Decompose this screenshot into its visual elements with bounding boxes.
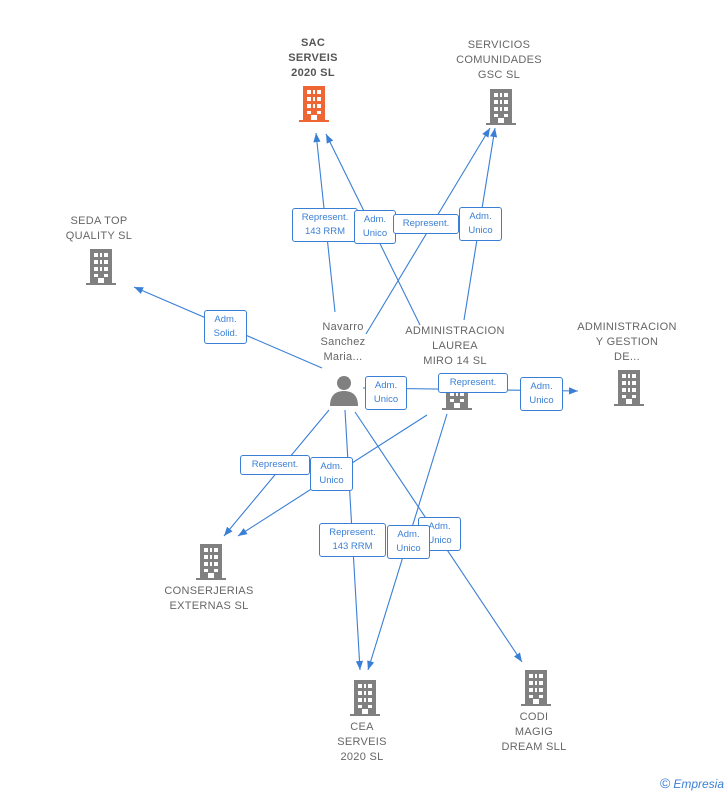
building-icon[interactable]	[196, 544, 226, 580]
node-codi-magig-label[interactable]: CODI MAGIG DREAM SLL	[501, 711, 567, 753]
edge-laurea-conserjerias-adm-arrowhead	[238, 528, 248, 536]
edge-label-adm-unico[interactable]: Adm. Unico	[310, 457, 353, 491]
node-cea-serveis-label[interactable]: CEA SERVEIS 2020 SL	[337, 721, 387, 763]
building-icon[interactable]	[486, 89, 516, 125]
edge-label-adm-solid[interactable]: Adm. Solid.	[204, 310, 247, 344]
copyright-icon: ©	[659, 775, 671, 791]
edge-navarro-servicios-represent-arrowhead	[482, 128, 490, 138]
building-icon[interactable]	[350, 680, 380, 716]
building-icon[interactable]	[614, 370, 644, 406]
node-seda-top-label[interactable]: SEDA TOP QUALITY SL	[65, 215, 133, 242]
edge-label-adm-unico[interactable]: Adm. Unico	[459, 207, 502, 241]
edge-label-represent-143-rrm[interactable]: Represent. 143 RRM	[319, 523, 386, 557]
edge-label-represent[interactable]: Represent.	[393, 214, 459, 234]
edge-label-adm-unico[interactable]: Adm. Unico	[387, 525, 430, 559]
edge-label-represent-143-rrm[interactable]: Represent. 143 RRM	[292, 208, 358, 242]
building-icon[interactable]	[299, 86, 329, 122]
edge-laurea-servicios-adm-arrowhead	[490, 128, 498, 138]
edge-laurea-cea-adm-arrowhead	[367, 660, 375, 670]
edge-navarro-conserjerias-represent-arrowhead	[224, 526, 233, 536]
edge-navarro-sac-represent-arrowhead	[313, 133, 321, 143]
node-navarro-label[interactable]: Navarro Sanchez Maria...	[320, 321, 366, 363]
node-administracion-gestion-label[interactable]: ADMINISTRACION Y GESTION DE...	[577, 321, 677, 363]
edge-navarro-cea-represent-arrowhead	[355, 660, 364, 670]
brand-name: Empresia	[673, 777, 724, 791]
node-conserjerias-label[interactable]: CONSERJERIAS EXTERNAS SL	[164, 585, 254, 612]
edge-label-represent[interactable]: Represent.	[240, 455, 310, 475]
edge-laurea-sac-adm-arrowhead	[326, 134, 334, 144]
building-icon[interactable]	[86, 249, 116, 285]
edge-label-adm-unico[interactable]: Adm. Unico	[354, 210, 396, 244]
edge-navarro-gestion-adm-arrowhead	[568, 387, 578, 395]
node-sac-serveis-label[interactable]: SAC SERVEIS 2020 SL	[288, 37, 338, 79]
edge-label-represent[interactable]: Represent.	[438, 373, 508, 393]
edge-navarro-seda-adm-arrowhead	[134, 287, 144, 294]
edge-label-adm-unico[interactable]: Adm. Unico	[365, 376, 407, 410]
person-icon[interactable]	[328, 374, 360, 406]
brand-watermark: ©Empresia	[660, 775, 724, 791]
building-icon[interactable]	[521, 670, 551, 706]
edge-navarro-codi-adm-arrowhead	[514, 652, 522, 662]
node-administracion-laurea-label[interactable]: ADMINISTRACION LAUREA MIRO 14 SL	[405, 325, 505, 367]
node-servicios-comunidades-label[interactable]: SERVICIOS COMUNIDADES GSC SL	[456, 39, 542, 81]
edge-label-adm-unico[interactable]: Adm. Unico	[520, 377, 563, 411]
